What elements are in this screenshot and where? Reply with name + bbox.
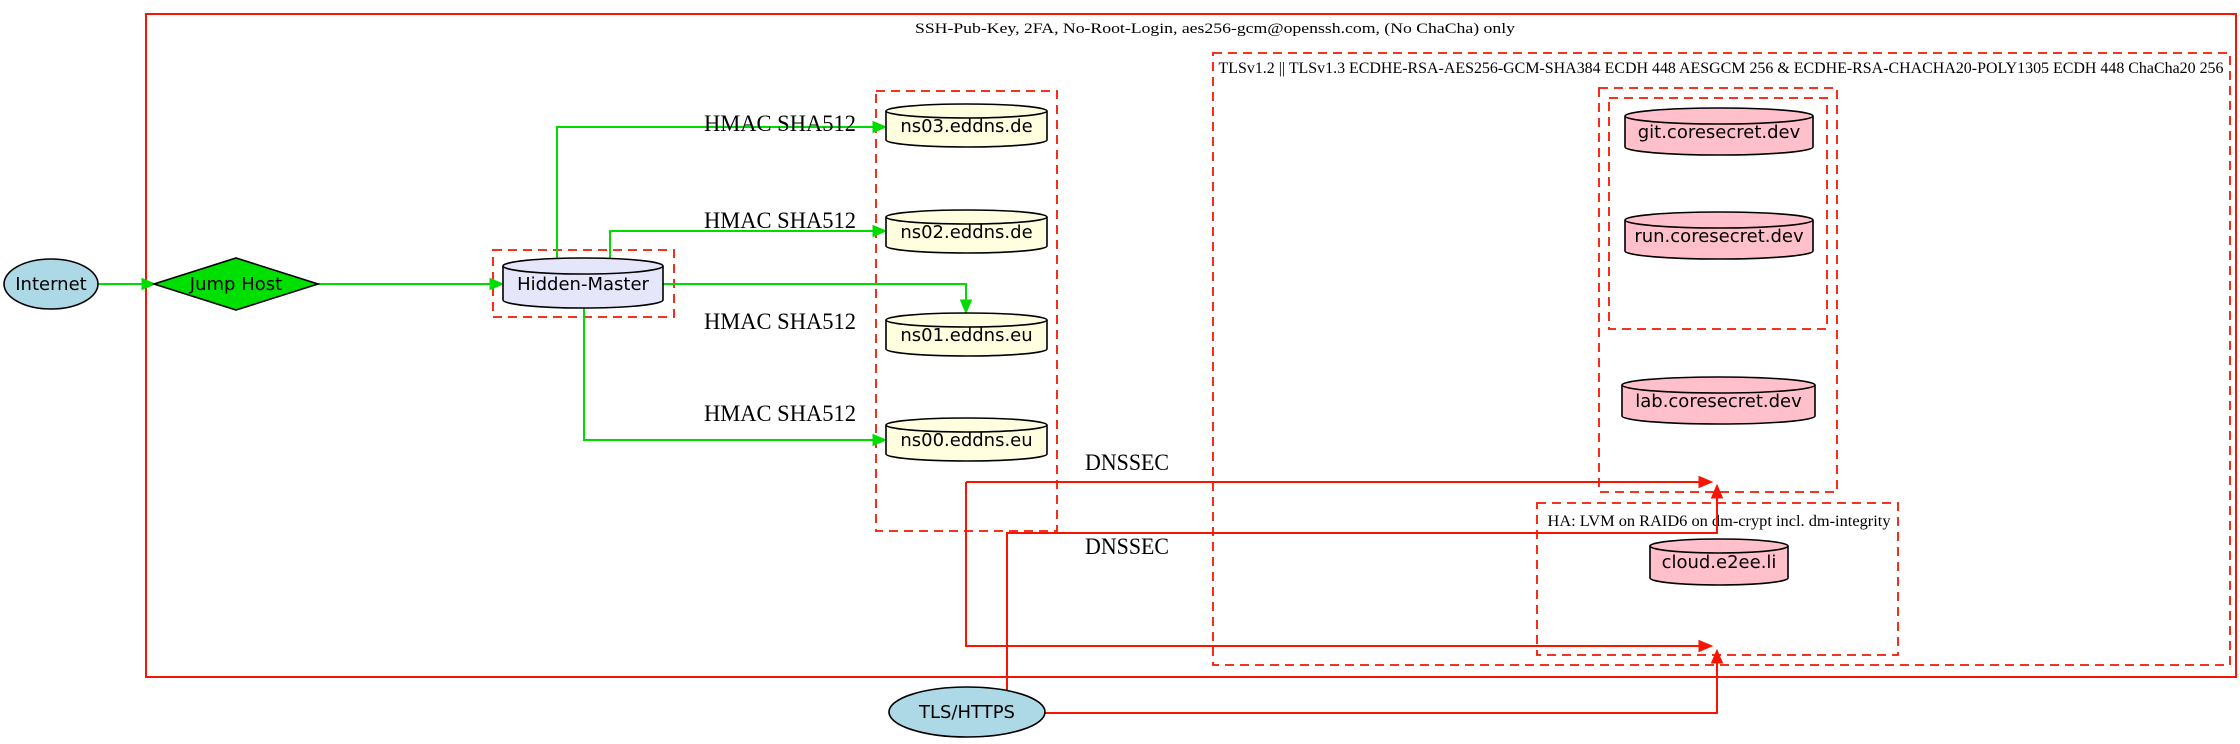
edge-dnssec-to-ha xyxy=(965,482,1699,647)
node-jump-host-shape xyxy=(151,257,321,311)
node-ns03-rim xyxy=(885,110,1048,119)
edge-tlshttps-to-coresecret-arrowhead-icon xyxy=(1710,483,1724,499)
edge-internet-to-jumphost-arrowhead-icon xyxy=(141,277,157,291)
edge-tlshttps-to-ha-arrowhead-icon xyxy=(1710,648,1724,664)
node-git-label: git.coresecret.dev xyxy=(1638,122,1801,143)
node-ns01-shape xyxy=(885,312,1048,357)
node-ns02-rim xyxy=(885,216,1048,225)
node-tls-https-label: TLS/HTTPS xyxy=(918,702,1015,723)
edge-label-dnssec-1: DNSSEC xyxy=(1085,450,1169,475)
node-lab-rim xyxy=(1621,384,1816,394)
node-hidden-master-shape xyxy=(502,257,664,309)
edge-jumphost-to-hiddenmaster-arrowhead-icon xyxy=(489,277,505,291)
node-hidden-master-rim xyxy=(502,265,664,275)
node-internet-label: Internet xyxy=(15,274,86,295)
cluster-coresecret-border xyxy=(1598,87,1838,493)
node-ns03-label: ns03.eddns.de xyxy=(900,116,1032,137)
cluster-ssh-perimeter-label: SSH-Pub-Key, 2FA, No-Root-Login, aes256-… xyxy=(915,21,1516,37)
edge-label-dnssec-2: DNSSEC xyxy=(1085,534,1169,559)
node-run-shape xyxy=(1624,211,1814,260)
node-ns01-label: ns01.eddns.eu xyxy=(900,325,1032,346)
node-run-rim xyxy=(1624,219,1814,229)
edge-hiddenmaster-to-ns00 xyxy=(583,308,873,441)
node-ns02-shape xyxy=(885,209,1048,254)
node-cloud-label: cloud.e2ee.li xyxy=(1662,552,1777,573)
node-ns00-label: ns00.eddns.eu xyxy=(900,430,1032,451)
cluster-ha-label: HA: LVM on RAID6 on dm-crypt incl. dm-in… xyxy=(1548,513,1891,530)
node-ns01-rim xyxy=(885,319,1048,328)
edge-label-hmac-1: HMAC SHA512 xyxy=(704,111,856,136)
edge-label-hmac-4: HMAC SHA512 xyxy=(704,401,856,426)
node-ns03-shape xyxy=(885,103,1048,148)
edge-hiddenmaster-to-ns02-arrowhead-icon xyxy=(872,224,888,238)
edge-label-hmac-3: HMAC SHA512 xyxy=(704,309,856,334)
node-lab-shape xyxy=(1621,376,1816,425)
edge-hiddenmaster-to-ns00-arrowhead-icon xyxy=(872,433,888,447)
edge-hiddenmaster-to-ns03 xyxy=(556,126,873,258)
node-hidden-master-label: Hidden-Master xyxy=(517,274,649,295)
node-internet-shape xyxy=(3,258,99,310)
node-ns00-shape xyxy=(885,417,1048,462)
node-tls-https-shape xyxy=(888,686,1046,738)
node-git-rim xyxy=(1624,115,1814,125)
edge-dnssec-to-coresecret-arrowhead-icon xyxy=(1698,475,1714,489)
node-cloud-shape xyxy=(1649,538,1789,586)
cluster-tls-label: TLSv1.2 || TLSv1.3 ECDHE-RSA-AES256-GCM-… xyxy=(1219,60,2224,77)
node-cloud-rim xyxy=(1649,545,1789,554)
edge-tlshttps-to-ha xyxy=(1045,663,1718,714)
node-lab-label: lab.coresecret.dev xyxy=(1635,391,1802,412)
edge-tlshttps-to-coresecret xyxy=(1006,498,1718,699)
cluster-coresecret-inner-border xyxy=(1608,97,1828,330)
edge-hiddenmaster-to-ns01 xyxy=(663,283,967,300)
node-ns02-label: ns02.eddns.de xyxy=(900,222,1032,243)
node-ns00-rim xyxy=(885,424,1048,433)
cluster-tls-border xyxy=(1212,52,2231,666)
node-jump-host-label: Jump Host xyxy=(189,274,282,295)
edge-dnssec-to-ha-arrowhead-icon xyxy=(1698,639,1714,653)
node-run-label: run.coresecret.dev xyxy=(1634,226,1804,247)
edge-hiddenmaster-to-ns03-arrowhead-icon xyxy=(872,120,888,134)
cluster-ssh-perimeter-border xyxy=(145,13,2237,678)
edge-hiddenmaster-to-ns02 xyxy=(609,230,873,258)
edge-label-hmac-2: HMAC SHA512 xyxy=(704,208,856,233)
edge-hiddenmaster-to-ns01-arrowhead-icon xyxy=(959,299,973,315)
node-git-shape xyxy=(1624,107,1814,156)
